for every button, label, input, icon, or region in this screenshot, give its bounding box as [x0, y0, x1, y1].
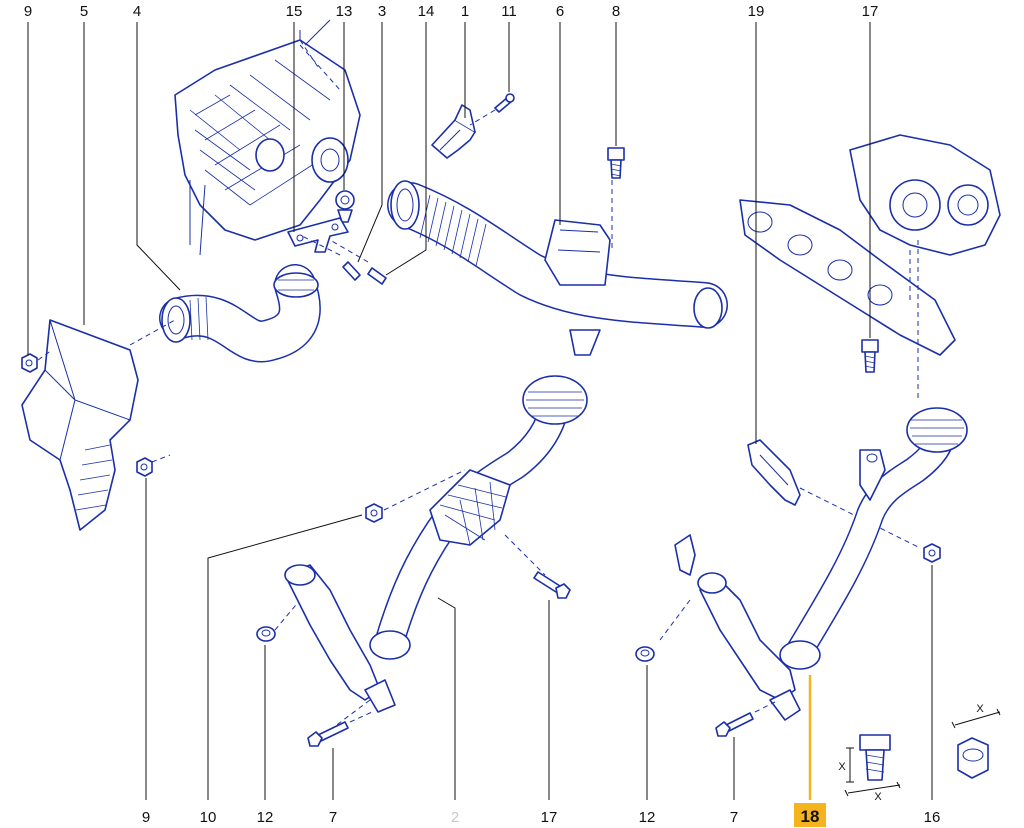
part-9-nut-top-drawing — [21, 349, 53, 373]
label-7-right: 7 — [730, 809, 738, 826]
label-8: 8 — [612, 3, 620, 20]
exhaust-manifold-drawing — [739, 134, 1001, 400]
label-14: 14 — [418, 3, 435, 20]
part-12-washer-left-drawing — [256, 599, 301, 642]
part-15-bracket-drawing — [287, 217, 349, 253]
label-12-left: 12 — [257, 809, 274, 826]
part-2-egr-pipe-drawing — [284, 375, 588, 731]
bottom-labels: 9 10 12 7 2 17 12 7 18 16 — [142, 803, 941, 827]
nut-dimension-detail-drawing: X — [951, 703, 1001, 779]
part-4-elbow-hose-drawing — [159, 264, 321, 363]
label-17-top: 17 — [862, 3, 879, 20]
part-7-bolt-right-drawing — [715, 701, 776, 737]
label-17-bottom: 17 — [541, 809, 558, 826]
part-18-egr-pipe-drawing — [659, 407, 968, 721]
label-9-bottom: 9 — [142, 809, 150, 826]
part-13-seal-drawing — [335, 190, 355, 223]
label-2: 2 — [451, 809, 459, 826]
label-6: 6 — [556, 3, 564, 20]
label-7-left: 7 — [329, 809, 337, 826]
label-9-top: 9 — [24, 3, 32, 20]
bolt-dimension-detail-drawing: X X — [838, 734, 901, 803]
part-16-nut-drawing — [923, 543, 941, 563]
label-19: 19 — [748, 3, 765, 20]
part-6-air-duct-drawing — [387, 180, 728, 356]
part-7-bolt-left-drawing — [307, 711, 373, 747]
dimension-x-nut: X — [976, 703, 984, 715]
part-10-nut-drawing — [365, 469, 466, 523]
dimension-x-horizontal: X — [874, 791, 882, 803]
label-11: 11 — [501, 3, 517, 20]
label-12-right: 12 — [639, 809, 656, 826]
label-1: 1 — [461, 3, 469, 20]
label-10: 10 — [200, 809, 217, 826]
label-15: 15 — [286, 3, 303, 20]
part-17-bolt-center-drawing — [533, 571, 571, 599]
highlight-badge-18 — [794, 803, 826, 827]
label-13: 13 — [336, 3, 353, 20]
part-8-bolt-drawing — [607, 147, 625, 179]
dimension-x-vertical: X — [838, 761, 846, 773]
label-16: 16 — [924, 809, 941, 826]
label-3: 3 — [378, 3, 386, 20]
part-3-14-bolts-drawing — [299, 234, 387, 285]
part-12-washer-right-drawing — [635, 646, 655, 662]
part-5-air-box-drawing — [21, 319, 176, 531]
part-1-sensor-drawing — [431, 104, 476, 159]
part-11-screw-drawing — [469, 93, 515, 126]
part-17-bolt-right-drawing — [861, 339, 879, 373]
top-labels: 9 5 4 15 13 3 14 1 11 6 8 19 17 — [24, 3, 879, 20]
part-9-nut-bottom-drawing — [136, 454, 171, 477]
label-5: 5 — [80, 3, 88, 20]
leader-lines — [27, 22, 933, 800]
engine-assembly-drawing — [174, 19, 361, 256]
label-18-highlighted: 18 — [801, 807, 820, 826]
label-4: 4 — [133, 3, 141, 20]
